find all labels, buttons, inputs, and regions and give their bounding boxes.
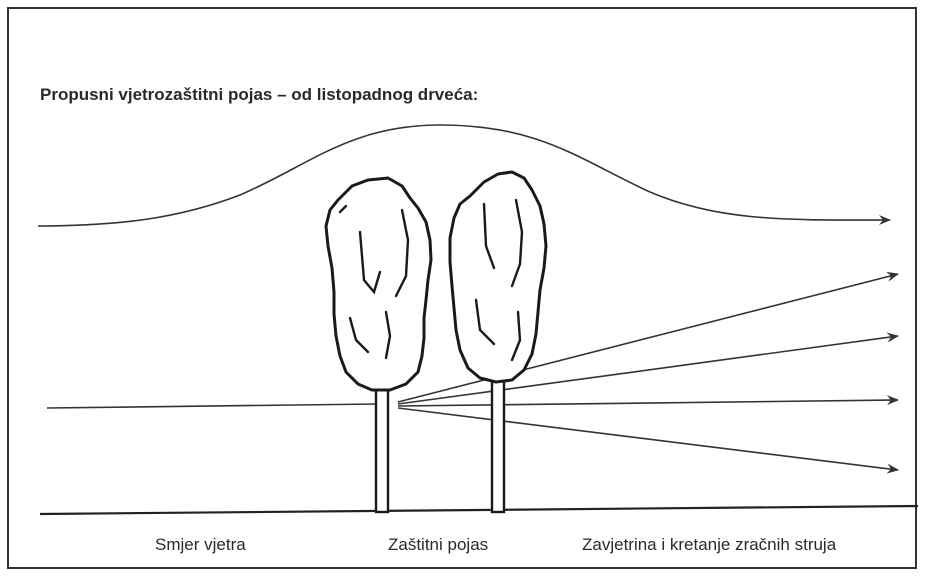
leeward-airflow-arrow [398, 400, 898, 406]
wind-direction-label: Smjer vjetra [155, 535, 246, 555]
tree-2 [450, 172, 546, 512]
tree-trunk [492, 380, 504, 512]
ground-line [40, 506, 918, 514]
shelter-belt-label: Zaštitni pojas [388, 535, 488, 555]
tree-crown [450, 172, 546, 382]
tree-trunk [376, 388, 388, 512]
leeward-airflow-arrow [398, 408, 898, 470]
tree-1 [326, 178, 431, 512]
incoming-wind-line [47, 404, 378, 408]
leeward-label: Zavjetrina i kretanje zračnih struja [582, 535, 836, 555]
